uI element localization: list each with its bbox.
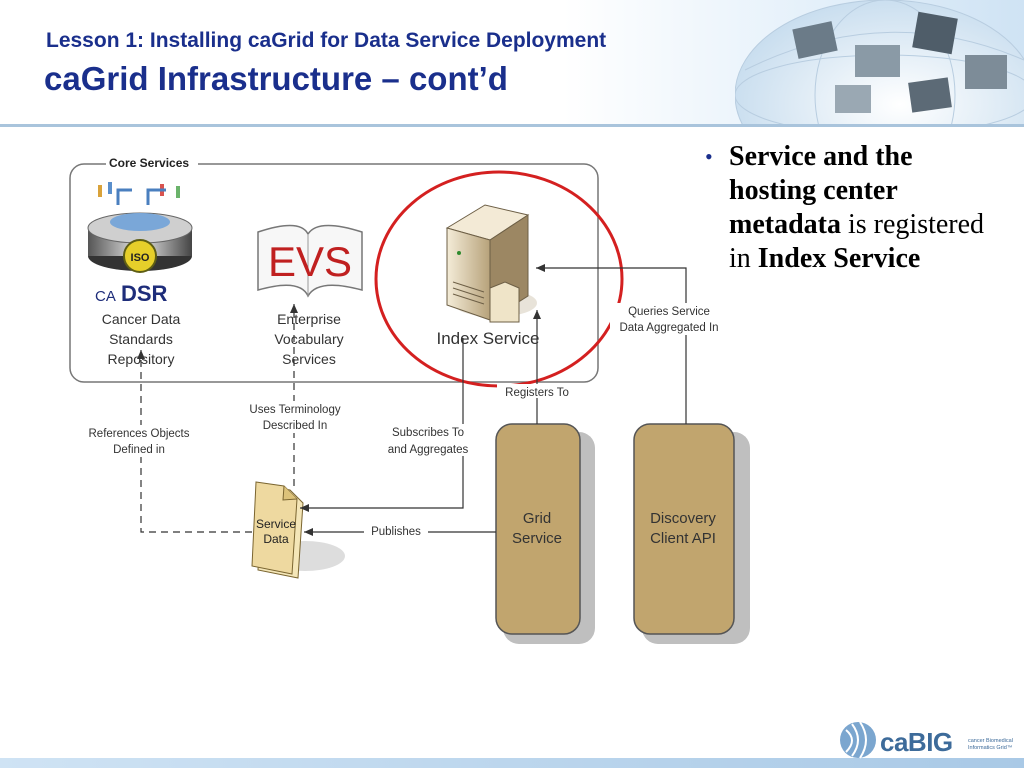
service-data-label-2: Data bbox=[263, 532, 289, 546]
core-services-label: Core Services bbox=[109, 156, 189, 170]
subscribes-label-1: Subscribes To bbox=[392, 427, 464, 439]
service-data-label-1: Service bbox=[256, 517, 296, 531]
discovery-client-box bbox=[633, 423, 735, 635]
cadsr-logo-main: DSR bbox=[121, 281, 168, 306]
subscribes-label-2: and Aggregates bbox=[388, 444, 469, 456]
grid-service-label-1: Grid bbox=[523, 510, 551, 527]
grid-service-box bbox=[495, 423, 581, 635]
cabig-logo-subtitle: cancer Biomedical Informatics Grid™ bbox=[968, 738, 1013, 751]
cadsr-logo-prefix: CA bbox=[95, 288, 116, 305]
bullet-line-1: Service and the bbox=[729, 141, 913, 172]
queries-edge bbox=[536, 264, 687, 424]
bullet-line-3-rest: is registered bbox=[840, 209, 985, 240]
references-label-2: Defined in bbox=[113, 444, 165, 456]
iso-badge: ISO bbox=[131, 252, 150, 264]
index-service-caption: Index Service bbox=[437, 329, 540, 348]
slide-title: caGrid Infrastructure – cont’d bbox=[44, 60, 508, 97]
queries-label-2: Data Aggregated In bbox=[619, 322, 718, 334]
uses-terminology-label-1: Uses Terminology bbox=[249, 404, 340, 416]
cabig-logo-icon bbox=[840, 721, 876, 759]
globe-image bbox=[735, 0, 1024, 124]
bullet-line-4-prefix: in bbox=[729, 243, 758, 274]
evs-caption-3: Services bbox=[282, 351, 336, 367]
grid-service-label-2: Service bbox=[512, 530, 562, 547]
discovery-client-label-1: Discovery bbox=[650, 510, 716, 527]
bullet-line-3-bold: metadata bbox=[729, 209, 841, 240]
bullet-dot-icon: • bbox=[705, 144, 713, 169]
cadsr-icon: ISO bbox=[87, 182, 193, 273]
publishes-label: Publishes bbox=[371, 526, 421, 538]
lesson-title: Lesson 1: Installing caGrid for Data Ser… bbox=[46, 29, 607, 52]
header-divider bbox=[0, 124, 1024, 127]
evs-book-icon bbox=[257, 224, 363, 298]
queries-label-1: Queries Service bbox=[628, 306, 710, 318]
footer-band bbox=[0, 758, 1024, 768]
cabig-logo-text: caBIG bbox=[880, 727, 953, 757]
service-data-icon bbox=[251, 481, 345, 579]
server-icon bbox=[445, 204, 537, 323]
discovery-client-label-2: Client API bbox=[650, 530, 716, 547]
bullet-line-2: hosting center bbox=[729, 175, 898, 206]
bullet-line-4-bold: Index Service bbox=[757, 243, 921, 274]
cadsr-caption-2: Standards bbox=[109, 331, 173, 347]
evs-logo: EVS bbox=[268, 238, 352, 285]
subscribes-edge bbox=[300, 338, 464, 512]
evs-caption-1: Enterprise bbox=[277, 311, 341, 327]
cadsr-caption-3: Repository bbox=[108, 351, 175, 367]
references-edge bbox=[137, 350, 252, 533]
cagrid-diagram: Core Services ISO CA DSR Cancer Data Sta… bbox=[0, 127, 1024, 727]
references-label-1: References Objects bbox=[89, 428, 190, 440]
uses-terminology-label-2: Described In bbox=[263, 420, 328, 432]
evs-caption-2: Vocabulary bbox=[274, 331, 343, 347]
cadsr-caption-1: Cancer Data bbox=[102, 311, 181, 327]
registers-label: Registers To bbox=[505, 387, 569, 399]
